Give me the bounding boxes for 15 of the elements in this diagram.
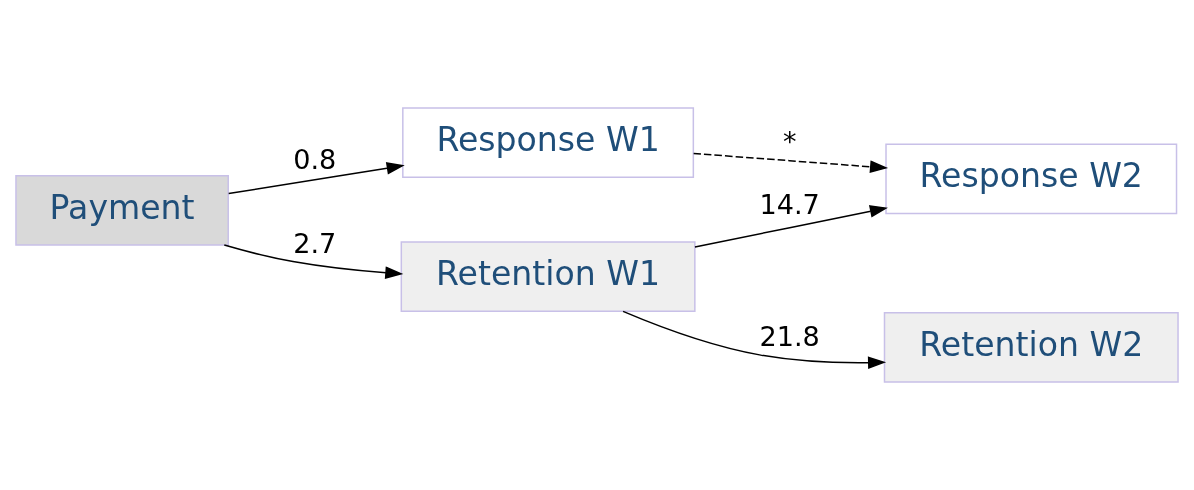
edge-label: 2.7	[293, 228, 337, 260]
node-box: Response W2	[885, 143, 1178, 215]
edge-label: 14.7	[759, 188, 820, 220]
arrow	[692, 152, 889, 174]
node-box: Retention W1	[400, 241, 696, 312]
node-box: Retention W2	[883, 312, 1179, 383]
arrow	[622, 310, 887, 369]
arrow	[223, 244, 404, 280]
edge-label: *	[782, 125, 797, 157]
node-box: Payment	[15, 175, 229, 246]
edge-label: 0.8	[293, 143, 337, 175]
node-box: Response W1	[402, 107, 695, 178]
arrow	[694, 205, 888, 248]
arrow	[227, 161, 405, 195]
edge-label: 21.8	[759, 321, 820, 353]
